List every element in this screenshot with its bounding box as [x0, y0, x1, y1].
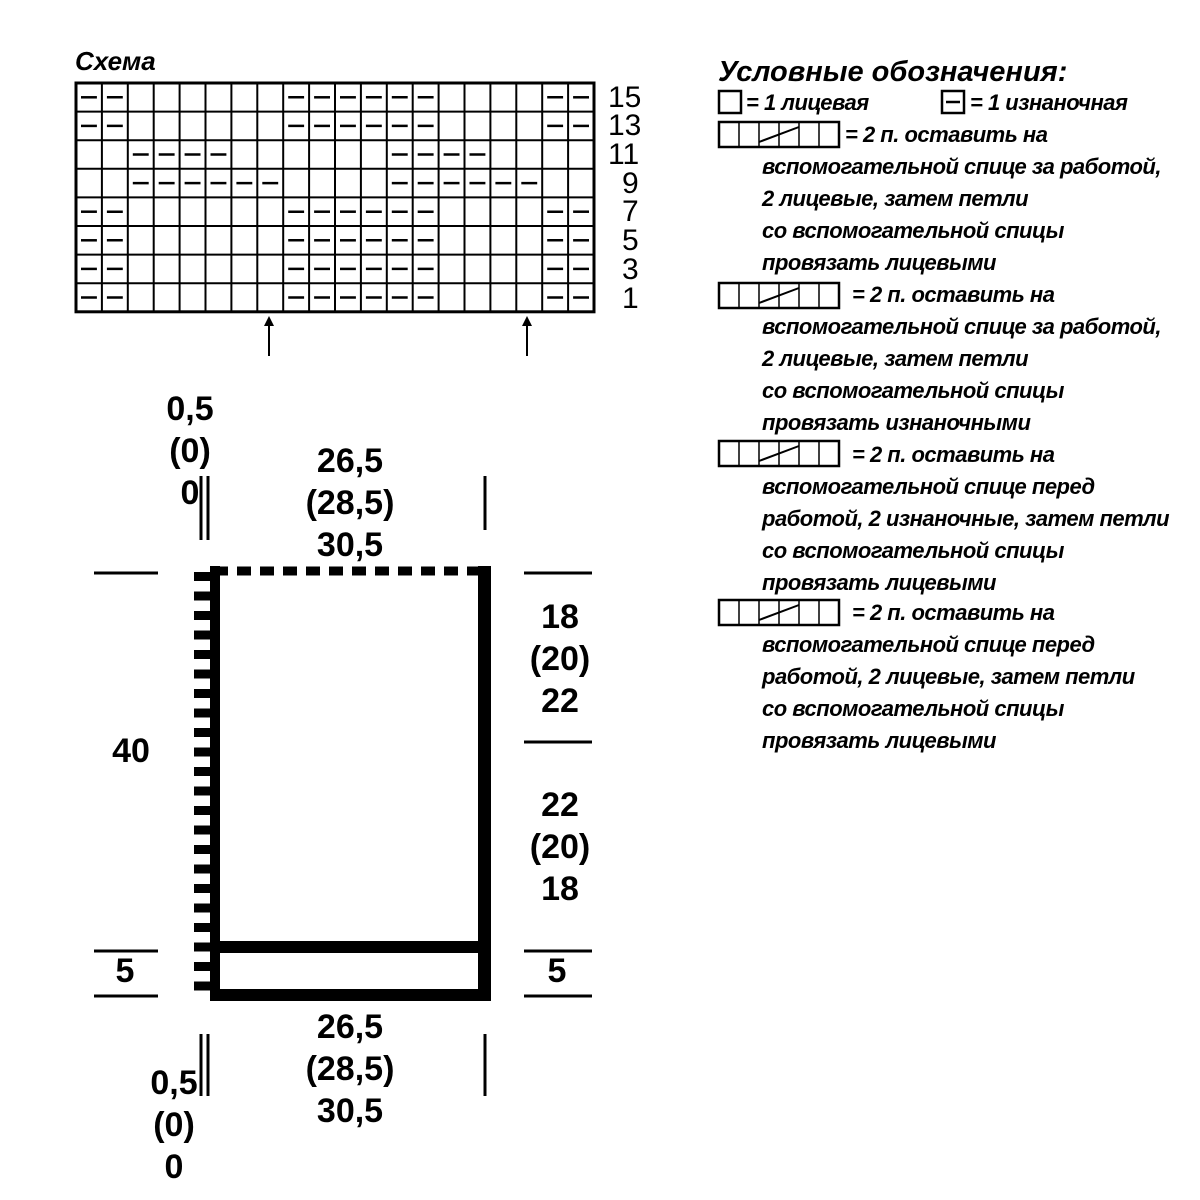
legend-title: Условные обозначения: [718, 56, 1068, 88]
row-number: 7 [622, 195, 639, 228]
row-number: 13 [608, 109, 642, 142]
legend-purl-label: = 1 изнаночная [970, 90, 1128, 115]
dim-left-height: 40 [112, 732, 150, 770]
selvedge-tooth [194, 708, 211, 718]
legend-knit-label: = 1 лицевая [746, 90, 869, 115]
row-number: 11 [608, 138, 640, 171]
selvedge-tooth [194, 923, 211, 932]
selvedge-tooth [194, 786, 211, 796]
row-number: 15 [608, 81, 642, 114]
dim-right-upper: 18 (20) 22 [529, 598, 591, 720]
selvedge-tooth [194, 630, 211, 640]
legend-cable2-line: вспомогательной спице за работой, [762, 314, 1161, 339]
legend-cable1-line: = 2 п. оставить на [845, 122, 1048, 147]
dim-top-width: 26,5 (28,5) 30,5 [305, 442, 395, 564]
chart-grid [74, 81, 596, 314]
legend-cable3-line: = 2 п. оставить на [852, 442, 1055, 467]
dim-bottom-width: 26,5 (28,5) 30,5 [305, 1008, 395, 1130]
legend-cable2-line: со вспомогательной спицы [762, 378, 1064, 403]
arrow-marker-left [264, 316, 274, 356]
legend-cable3-line: провязать лицевыми [762, 570, 997, 595]
selvedge-tooth [194, 669, 211, 679]
selvedge-tooth [194, 825, 211, 835]
dim-right-lower: 22 (20) 18 [529, 786, 591, 908]
selvedge-tooth [194, 981, 211, 991]
selvedge-tooth [194, 942, 211, 952]
legend-cable2-line: 2 лицевые, затем петли [762, 346, 1029, 371]
legend-cable3-line: вспомогательной спице перед [762, 474, 1095, 499]
row-number: 3 [622, 253, 639, 286]
legend-cable3-line: со вспомогательной спицы [762, 538, 1064, 563]
legend-cable4-line: работой, 2 лицевые, затем петли [762, 664, 1135, 689]
selvedge-tooth [194, 650, 211, 659]
legend-cable-icon-3 [717, 439, 841, 468]
selvedge-tooth [194, 767, 211, 776]
legend-cable-icon-2 [717, 281, 841, 310]
selvedge-tooth [194, 689, 211, 698]
selvedge-tooth [194, 884, 211, 893]
selvedge-tooth [194, 806, 211, 815]
dim-bottom-left: 0,5 (0) 0 [150, 1064, 198, 1186]
selvedge-tooth [194, 728, 211, 737]
selvedge-tooth [194, 611, 211, 620]
row-number: 9 [622, 167, 639, 200]
chart-title: Схема [75, 46, 156, 76]
selvedge-tooth [194, 591, 211, 601]
legend-cable2-line: провязать изнаночными [762, 410, 1031, 435]
legend-cable-icon-1 [717, 120, 841, 149]
selvedge-tooth [194, 903, 211, 913]
legend-cable1-line: провязать лицевыми [762, 250, 997, 275]
legend-cable-icon-4 [717, 598, 841, 627]
selvedge-tooth [194, 747, 211, 757]
dim-top-left: 0,5 (0) 0 [166, 390, 214, 512]
legend-purl-icon [940, 89, 966, 115]
legend-cable4-line: провязать лицевыми [762, 728, 997, 753]
legend-cable1-line: со вспомогательной спицы [762, 218, 1064, 243]
selvedge-tooth [194, 962, 211, 971]
legend-cable4-line: = 2 п. оставить на [852, 600, 1055, 625]
dim-rib-right: 5 [547, 952, 567, 990]
legend-cable4-line: вспомогательной спице перед [762, 632, 1095, 657]
row-number: 1 [622, 282, 639, 315]
legend-knit-icon [717, 89, 743, 115]
legend-cable2-line: = 2 п. оставить на [852, 282, 1055, 307]
arrow-marker-right [522, 316, 532, 356]
selvedge-tooth [194, 845, 211, 854]
legend-cable-icons [717, 120, 841, 627]
garment-schematic [94, 476, 592, 1096]
selvedge-tooth [194, 572, 211, 581]
legend-cable4-line: со вспомогательной спицы [762, 696, 1064, 721]
legend-cable3-line: работой, 2 изнаночные, затем петли [762, 506, 1170, 531]
legend-cable1-line: 2 лицевые, затем петли [762, 186, 1029, 211]
selvedge-edge [194, 572, 211, 991]
dim-rib-left: 5 [115, 952, 135, 990]
row-number: 5 [622, 224, 639, 257]
selvedge-tooth [194, 864, 211, 874]
legend-cable1-line: вспомогательной спице за работой, [762, 154, 1161, 179]
